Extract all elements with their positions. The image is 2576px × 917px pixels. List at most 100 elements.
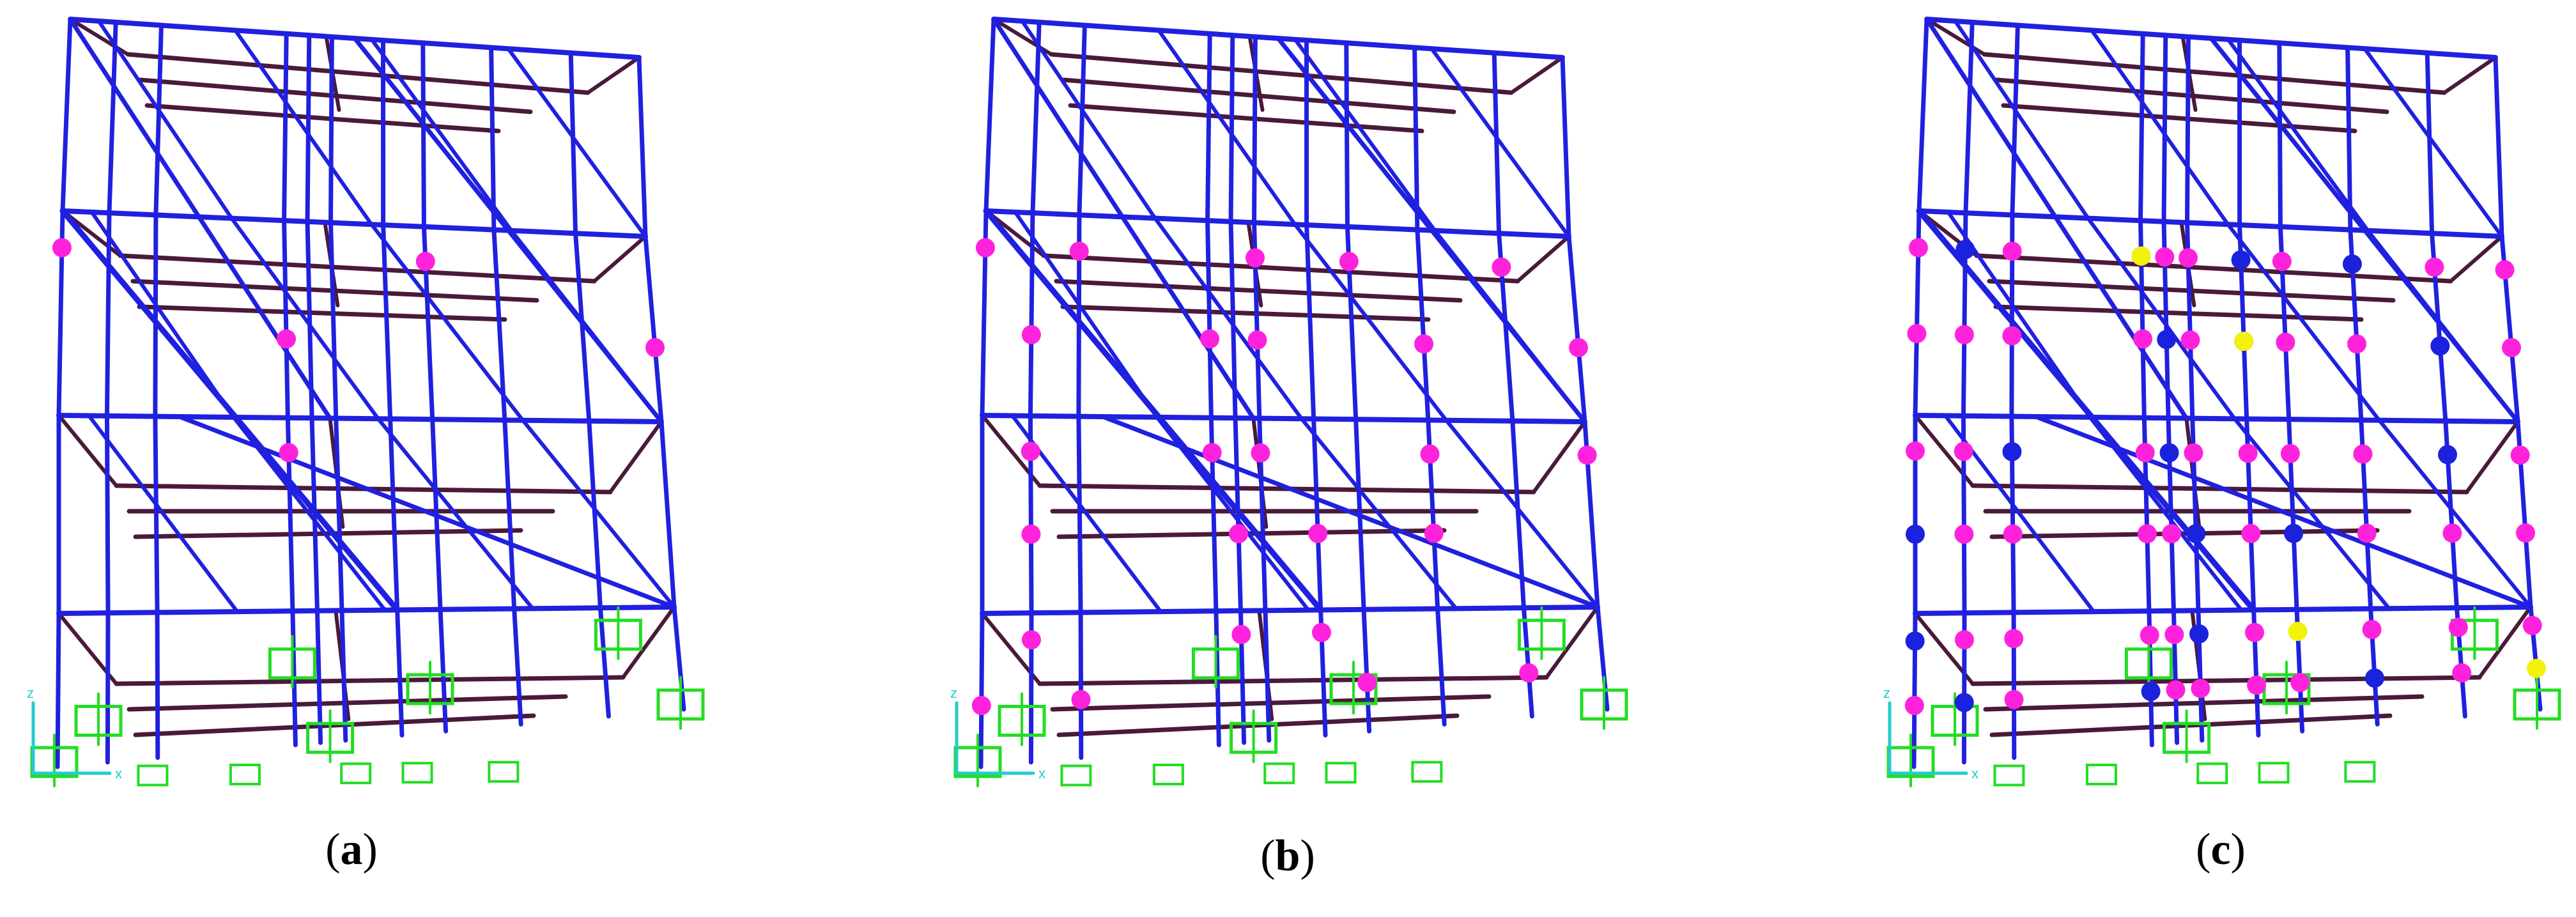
plastic-hinge-magenta (2003, 242, 2022, 261)
frame-beam (1915, 607, 2531, 613)
plastic-hinge-magenta (1519, 663, 1538, 682)
plastic-hinge-magenta (2276, 333, 2295, 352)
frame-column (157, 612, 158, 757)
plastic-hinge-magenta (1955, 325, 1974, 344)
caption-a: (a) (288, 824, 415, 875)
plastic-hinge-magenta (1022, 630, 1041, 649)
frame-column (1494, 53, 1499, 233)
plastic-hinge-yellow (2527, 659, 2546, 678)
bracing-diagonal (1155, 219, 1301, 419)
frame-column (661, 422, 674, 607)
plastic-hinge-magenta (279, 443, 298, 462)
support-symbol (341, 764, 370, 783)
plastic-hinge-magenta (1251, 443, 1270, 463)
frame-column (107, 416, 108, 613)
plastic-hinge-blue (2438, 445, 2457, 464)
plastic-hinge-magenta (1021, 525, 1040, 544)
plastic-hinge-blue (1906, 525, 1925, 544)
plastic-hinge-magenta (2347, 334, 2366, 353)
frame-column (331, 222, 336, 418)
plastic-hinge-blue (2002, 442, 2021, 461)
plastic-hinge-magenta (2003, 525, 2023, 544)
plastic-hinge-magenta (2511, 445, 2530, 465)
plastic-hinge-magenta (2191, 679, 2210, 698)
plastic-hinge-magenta (1907, 324, 1926, 343)
frame-column (2495, 58, 2502, 236)
frame-column (58, 613, 59, 767)
frame-column (1919, 19, 1927, 211)
plastic-hinge-magenta (1312, 623, 1331, 642)
plastic-hinge-magenta (2449, 618, 2468, 637)
bracing-diagonal (1159, 30, 1295, 224)
plastic-hinge-magenta (2516, 523, 2535, 543)
plastic-hinge-yellow (2288, 622, 2308, 641)
floor-beam (1546, 607, 1598, 677)
floor-beam (1040, 677, 1546, 684)
support-symbol (2087, 765, 2116, 784)
floor-beam (1044, 256, 1518, 281)
frame-column (331, 37, 332, 223)
frame-beam (59, 415, 661, 422)
plastic-hinge-blue (2232, 250, 2251, 270)
frame-column (1254, 37, 1256, 223)
plastic-hinge-magenta (1414, 334, 1433, 353)
plastic-hinge-magenta (2245, 623, 2264, 642)
plastic-hinge-magenta (1072, 690, 1091, 709)
frame-column (383, 225, 390, 419)
frame-column (155, 215, 156, 416)
plastic-hinge-magenta (416, 252, 435, 271)
frame-column (1079, 26, 1084, 215)
frame-column (397, 610, 402, 736)
plastic-hinge-magenta (2239, 443, 2258, 463)
frame-column (284, 34, 287, 220)
frame-beam (982, 607, 1598, 613)
plastic-hinge-blue (2189, 624, 2209, 643)
bracing-diagonal (1955, 21, 2088, 219)
plastic-hinge-blue (1955, 693, 1974, 712)
plastic-hinge-magenta (1247, 330, 1267, 350)
frame-column (1265, 610, 1269, 740)
plastic-hinge-magenta (2002, 327, 2021, 346)
frame-column (2427, 53, 2432, 233)
panel-a-frame-model: zx (27, 19, 703, 786)
plastic-hinge-magenta (2162, 524, 2181, 543)
floor-beam (1534, 422, 1585, 492)
floor-beam (610, 422, 661, 492)
plastic-hinge-blue (2284, 524, 2303, 543)
floor-beam (1992, 716, 2390, 735)
support-symbol (489, 762, 518, 782)
plastic-hinge-magenta (1070, 242, 1089, 261)
plastic-hinge-magenta (1339, 252, 1359, 271)
support-symbol (1327, 763, 1355, 782)
plastic-hinge-magenta (2004, 629, 2023, 648)
plastic-hinge-magenta (1022, 325, 1041, 344)
bracing-diagonal (986, 211, 1321, 610)
frame-column (514, 609, 521, 725)
plastic-hinge-blue (2186, 524, 2205, 543)
panel-c-frame-model: zx (1883, 19, 2559, 786)
floor-beam (1973, 677, 2480, 684)
frame-column (571, 53, 575, 233)
axis-x-label: x (115, 766, 122, 782)
support-symbol (1265, 764, 1293, 783)
plastic-hinge-magenta (2353, 445, 2372, 464)
plastic-hinge-magenta (2179, 249, 2198, 268)
axis-z-label: z (950, 685, 957, 701)
plastic-hinge-magenta (1357, 673, 1377, 692)
plastic-hinge-magenta (2155, 247, 2174, 266)
frame-beam (1919, 211, 2502, 236)
frame-column (1307, 225, 1314, 419)
floor-beam (1070, 105, 1422, 131)
bracing-diagonal (1919, 211, 2254, 610)
plastic-hinge-magenta (1909, 238, 1928, 258)
plastic-hinge-magenta (2442, 523, 2462, 543)
frame-column (1364, 610, 1369, 731)
frame-column (2279, 43, 2281, 227)
plastic-hinge-magenta (2425, 258, 2444, 277)
plastic-hinge-magenta (1229, 524, 1248, 543)
frame-beam (59, 607, 674, 613)
bracing-diagonal (355, 38, 661, 422)
frame-column (156, 26, 161, 215)
